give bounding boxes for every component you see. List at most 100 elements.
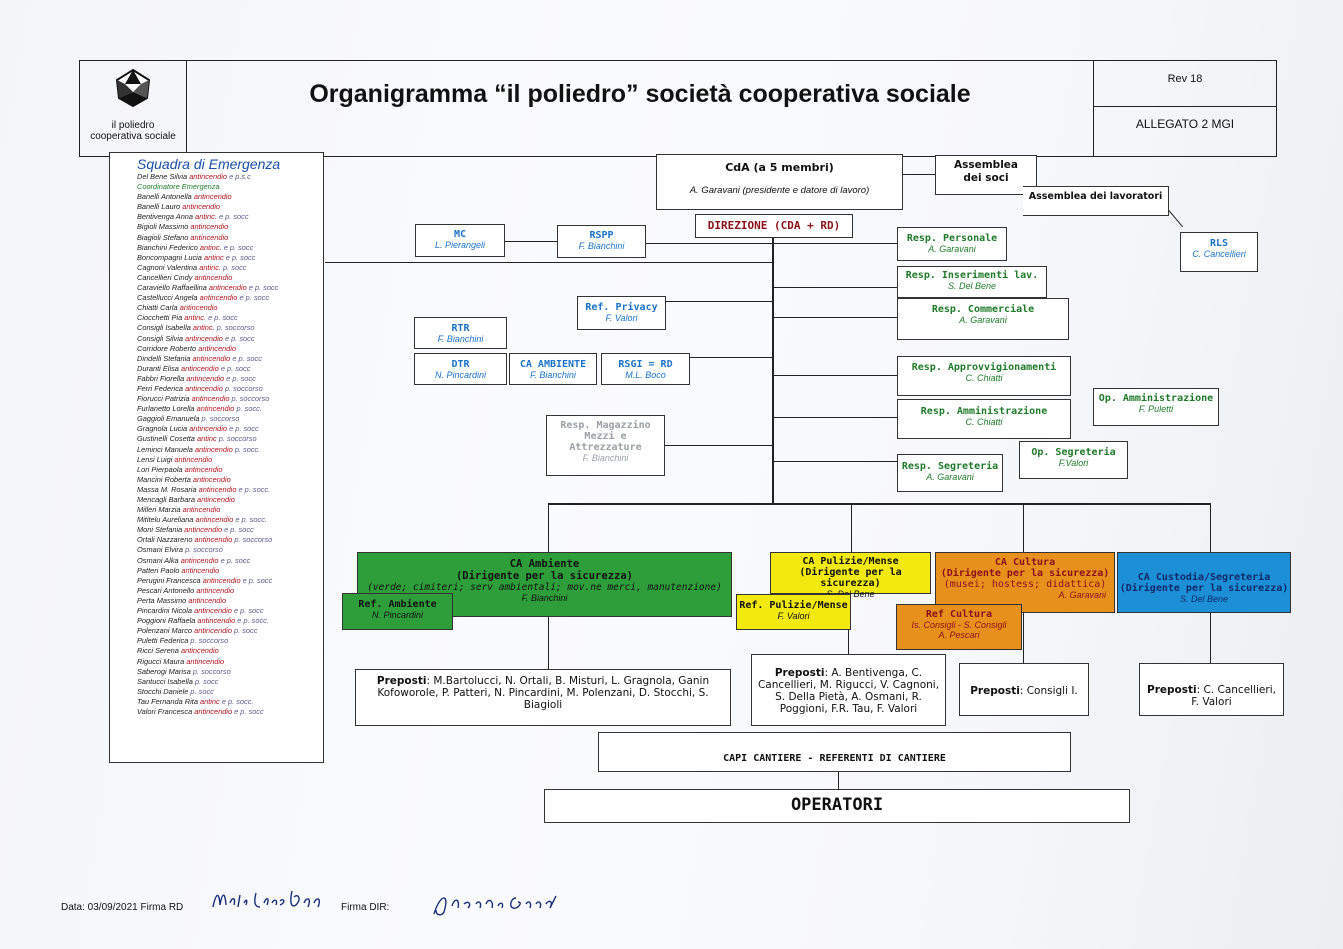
signature-dir-icon bbox=[433, 895, 557, 916]
emergency-member-extra: e p. socc bbox=[233, 606, 264, 616]
emergency-member-role: antincendio bbox=[194, 444, 233, 454]
emergency-member-extra: e p. socc bbox=[218, 212, 249, 222]
emergency-member-role: antincendio bbox=[179, 303, 218, 313]
emergency-member-role: antincendio bbox=[190, 232, 229, 242]
resp-amministrazione-name: C. Chiatti bbox=[965, 417, 1003, 427]
emergency-member-name: Poggioni Raffaela bbox=[137, 616, 196, 626]
emergency-member: Del Bene Silvia antincendio e p.s.c bbox=[137, 172, 323, 182]
resp-amministrazione-box: Resp. Amministrazione C. Chiatti bbox=[897, 399, 1071, 439]
emergency-member-name: Mititelu Aureliana bbox=[137, 515, 194, 525]
emergency-member-role: antincendio bbox=[194, 626, 232, 636]
dtr-box: DTR N. Pincardini bbox=[414, 353, 507, 385]
emergency-member-name: Cagnoni Valentina bbox=[137, 262, 198, 272]
ca-cultura-name: A. Garavani bbox=[1058, 590, 1106, 600]
emergency-member-extra: e p. socc bbox=[223, 242, 254, 252]
emergency-member-name: Cancellieri Cindy bbox=[137, 272, 193, 282]
emergency-member-name: Consigli Silvia bbox=[137, 333, 184, 343]
emergency-member-extra: e p. socc bbox=[232, 353, 262, 363]
emergency-member: Ricci Serena antincendio bbox=[137, 646, 323, 656]
op-segreteria-box: Op. Segreteria F.Valori bbox=[1019, 441, 1128, 479]
rtr-title: RTR bbox=[451, 323, 470, 334]
emergency-member-extra: p. socc bbox=[190, 686, 214, 696]
ca-cultura-line2: (Dirigente per la sicurezza) bbox=[940, 568, 1110, 579]
ref-privacy-name: F. Valori bbox=[605, 313, 638, 323]
approv-line bbox=[772, 375, 898, 376]
emergency-member: Massa M. Rosaria antincendio e p. socc. bbox=[137, 485, 323, 495]
emergency-member: Rigucci Maura antincendio bbox=[137, 657, 323, 667]
emergency-member: Bianchini Federico antinc. e p. socc bbox=[137, 243, 323, 253]
rsgi-line bbox=[690, 357, 772, 358]
emergency-member: Puletti Federica p. soccorso bbox=[137, 636, 323, 646]
emergency-member-name: Perugini Francesca bbox=[137, 575, 201, 585]
emergency-member-role: antinc. bbox=[199, 262, 221, 272]
operatori-line bbox=[838, 772, 839, 790]
cultura-preposti-line bbox=[1023, 613, 1024, 663]
emergency-member-name: Milleri Marzia bbox=[137, 505, 181, 515]
emergency-member-name: Osmani Alka bbox=[137, 555, 179, 565]
emergency-member-extra: p. socc. bbox=[234, 444, 261, 454]
emergency-member-role: antincendio bbox=[184, 464, 223, 474]
emergency-member-role: antincendio bbox=[196, 585, 235, 595]
ref-pulizie-title: Ref. Pulizie/Mense bbox=[739, 600, 848, 611]
rls-link-line bbox=[1168, 209, 1184, 228]
revision-label: Rev 18 bbox=[1167, 73, 1203, 85]
emergency-member-name: Corridore Roberto bbox=[137, 343, 197, 353]
dtr-name: N. Pincardini bbox=[434, 370, 487, 380]
op-amministrazione-title: Op. Amministrazione bbox=[1098, 393, 1214, 404]
emergency-member-name: Valori Francesca bbox=[137, 706, 193, 716]
ca-cultura-line1: CA Cultura bbox=[994, 557, 1056, 568]
emergency-member-role: antincendio bbox=[193, 192, 232, 202]
ref-pulizie-box: Ref. Pulizie/Mense F. Valori bbox=[736, 594, 851, 630]
rsgi-box: RSGI = RD M.L. Boco bbox=[601, 353, 690, 385]
ca-ambiente-small-title: CA AMBIENTE bbox=[519, 359, 587, 370]
emergency-member-extra: e p. socc. bbox=[221, 696, 254, 706]
preposti-custodia-label: Preposti bbox=[1147, 684, 1197, 696]
emergency-member-name: Leminci Manuela bbox=[137, 444, 193, 454]
emergency-team-panel: Squadra di Emergenza Del Bene Silvia ant… bbox=[109, 152, 324, 763]
ref-cultura-box: Ref Cultura Is. Consigli - S. Consigli A… bbox=[896, 604, 1022, 650]
ca-custodia-line1: CA Custodia/Segreteria bbox=[1137, 572, 1271, 583]
emergency-member-role: antinc. bbox=[184, 313, 207, 323]
emergency-member: Bigioli Massimo antincendio bbox=[137, 222, 323, 232]
emergency-member-role: antincendio bbox=[196, 404, 235, 414]
assemblea-soci-label: Assemblea dei soci bbox=[953, 159, 1018, 184]
resp-personale-box: Resp. Personale A. Garavani bbox=[897, 227, 1007, 261]
emergency-member-role: antincendio bbox=[192, 353, 231, 363]
preposti-cultura-box: Preposti: Consigli I. bbox=[959, 663, 1089, 716]
ca-pulizie-box: CA Pulizie/Mense (Dirigente per la sicur… bbox=[770, 552, 931, 599]
emergency-member: Ortali Nazzareno antincendio p. soccorso bbox=[137, 535, 323, 545]
emergency-member-name: Ortali Nazzareno bbox=[137, 535, 193, 545]
emergency-member: Banelli Lauro antincendio bbox=[137, 202, 323, 212]
emergency-member-name: Stocchi Daniele bbox=[137, 686, 189, 696]
emergency-member-role: antinc. bbox=[192, 323, 215, 333]
emergency-member-role: antincendio bbox=[208, 283, 247, 293]
emergency-member: Saberogi Marisa p. soccorso bbox=[137, 667, 323, 677]
emergency-member-role: antincendio bbox=[197, 495, 235, 504]
emergency-member-role: antincendio bbox=[186, 656, 225, 666]
emergency-member-extra: p. soccorso bbox=[192, 666, 231, 676]
emergency-member-name: Mencagli Barbara bbox=[137, 495, 195, 504]
mc-rspp-line bbox=[505, 241, 557, 242]
ref-cultura-name-2: A. Pescari bbox=[938, 630, 980, 640]
emergency-member-name: Furlanetto Lorella bbox=[137, 404, 195, 414]
emergency-member-extra: e p. socc bbox=[239, 293, 270, 303]
emergency-member-role: antincendio bbox=[174, 454, 213, 464]
emergency-member: Ciocchetti Pia antinc. e p. socc bbox=[137, 313, 323, 323]
emergency-member: Osmani Elvira p. soccorso bbox=[137, 545, 323, 555]
emergency-member: Pescari Antonello antincendio bbox=[137, 586, 323, 596]
mc-box: MC L. Pierangeli bbox=[415, 224, 505, 257]
rsgi-title: RSGI = RD bbox=[618, 359, 673, 370]
assemblea-lavoratori-label: Assemblea dei lavoratori bbox=[1028, 191, 1163, 202]
direzione-box: DIREZIONE (CDA + RD) bbox=[695, 214, 853, 238]
emergency-member-name: Patteri Paolo bbox=[137, 565, 180, 575]
emergency-member: Chiatti Carla antincendio bbox=[137, 303, 323, 313]
direzione-label: DIREZIONE (CDA + RD) bbox=[707, 219, 841, 232]
page-title: Organigramma “il poliedro” società coope… bbox=[309, 80, 971, 108]
emergency-member-role: antincendio bbox=[182, 505, 221, 515]
rspp-name: F. Bianchini bbox=[578, 241, 625, 251]
emergency-member: Biagioli Stefano antincendio bbox=[137, 233, 323, 243]
emergency-member-extra: p. soccorso bbox=[234, 535, 273, 545]
emergency-member-name: Mancini Roberta bbox=[137, 474, 191, 484]
emergency-member-name: Santucci Isabella bbox=[137, 676, 193, 686]
